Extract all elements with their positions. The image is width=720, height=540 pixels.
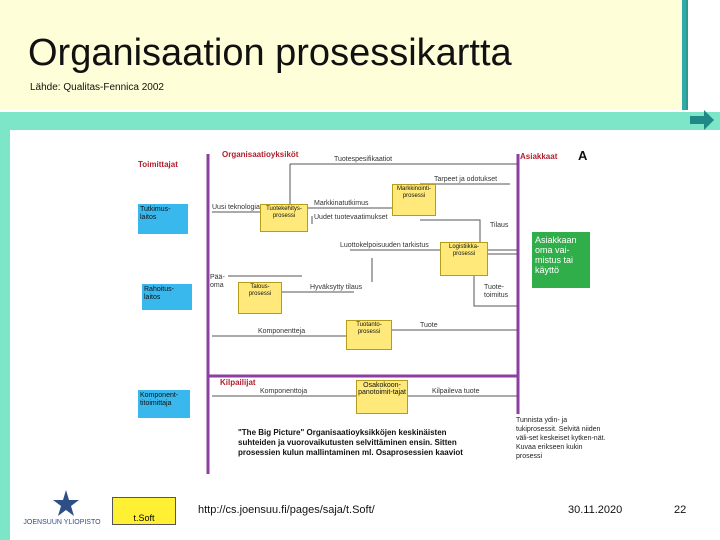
corner-letter: A bbox=[578, 148, 588, 163]
flow-product: Tuote bbox=[420, 322, 438, 329]
process-production: Tuotanto-prosessi bbox=[346, 320, 392, 350]
flow-credit-check: Luottokelpoisuuden tarkistus bbox=[340, 242, 429, 249]
footer-date: 30.11.2020 bbox=[568, 504, 623, 516]
customer-box: Asiakkaan oma vai-mistus tai käyttö bbox=[532, 232, 590, 288]
flow-delivery: Tuote-toimitus bbox=[484, 284, 509, 299]
process-marketing: Markkinointi-prosessi bbox=[392, 184, 436, 216]
supplier-components: Komponent-titoimittaja bbox=[138, 390, 190, 418]
footer-url[interactable]: http://cs.joensuu.fi/pages/saja/t.Soft/ bbox=[198, 504, 375, 516]
logo-text: JOENSUUN YLIOPISTO bbox=[23, 519, 101, 526]
process-product-dev: Tuotekehitys-prosessi bbox=[260, 204, 308, 232]
slide-source: Lähde: Qualitas-Fennica 2002 bbox=[30, 82, 164, 93]
flow-approved-order: Hyväksytty tilaus bbox=[310, 284, 363, 291]
process-finance: Talous-prosessi bbox=[238, 282, 282, 314]
col-customers: Asiakkaat bbox=[520, 152, 558, 161]
footer-page: 22 bbox=[674, 504, 687, 516]
teal-bar bbox=[0, 112, 720, 130]
flow-order: Tilaus bbox=[490, 222, 509, 229]
supplier-research: Tutkimus-laitos bbox=[138, 204, 188, 234]
tsoft-box: t.Soft bbox=[112, 497, 176, 525]
col-suppliers: Toimittajat bbox=[138, 160, 178, 169]
flow-components-2: Komponenttoja bbox=[260, 388, 308, 395]
teal-left-bar bbox=[0, 112, 10, 540]
flow-components-1: Komponentteja bbox=[258, 328, 306, 335]
slide-title: Organisaation prosessikartta bbox=[28, 32, 512, 74]
process-lines bbox=[206, 154, 520, 474]
col-competitors: Kilpailijat bbox=[220, 378, 256, 387]
header-divider bbox=[682, 0, 686, 110]
flow-new-tech: Uusi teknologia bbox=[212, 204, 260, 211]
process-map: Toimittajat Organisaatioyksiköt Asiakkaa… bbox=[130, 142, 605, 474]
process-subassembly: Osakokoon-panotoimit-tajat bbox=[356, 380, 408, 414]
big-picture-text: "The Big Picture" Organisaatioyksikköjen… bbox=[238, 428, 463, 457]
flow-market-research: Markkinatutkimus bbox=[314, 200, 369, 207]
arrow-icon bbox=[690, 110, 714, 130]
flow-specs: Tuotespesifikaatiot bbox=[334, 156, 393, 163]
supplier-finance: Rahoitus-laitos bbox=[142, 284, 192, 310]
process-logistics: Logistiikka-prosessi bbox=[440, 242, 488, 276]
col-org-units: Organisaatioyksiköt bbox=[222, 150, 299, 159]
flow-competing-product: Kilpaileva tuote bbox=[432, 388, 480, 395]
university-logo: JOENSUUN YLIOPISTO bbox=[23, 490, 101, 526]
process-note: Tunnista ydin- ja tukiprosessit. Selvitä… bbox=[516, 417, 606, 460]
flow-new-requirements: Uudet tuotevaatimukset bbox=[314, 214, 388, 221]
flow-capital: Pää-oma bbox=[210, 274, 225, 289]
flow-needs: Tarpeet ja odotukset bbox=[434, 176, 498, 183]
title-band bbox=[0, 0, 688, 110]
